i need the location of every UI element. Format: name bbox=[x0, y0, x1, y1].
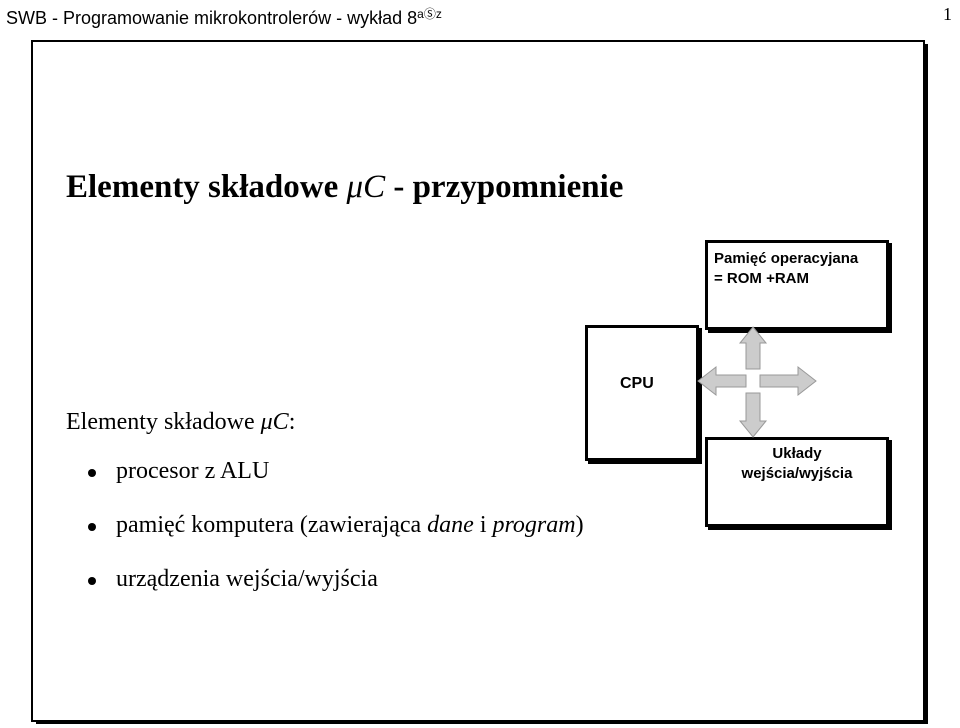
intro-mu: μC bbox=[260, 409, 289, 435]
bullet-icon bbox=[88, 523, 96, 531]
arrow-left-icon bbox=[697, 365, 747, 397]
bullet-list: procesor z ALU pamięć komputera (zawiera… bbox=[86, 456, 584, 594]
bullet-text-prefix: pamięć komputera (zawierająca bbox=[116, 512, 428, 538]
slide-title: Elementy składowe μC - przypomnienie bbox=[66, 167, 623, 207]
list-item: procesor z ALU bbox=[86, 456, 584, 486]
slide-title-prefix: Elementy składowe bbox=[66, 169, 347, 205]
memory-box: Pamięć operacyjana = ROM +RAM bbox=[705, 240, 889, 330]
bullet-text: procesor z ALU bbox=[116, 458, 270, 484]
slide-title-mu: μC bbox=[346, 169, 386, 205]
memory-label-line1: Pamięć operacyjana bbox=[714, 250, 859, 267]
cpu-box: CPU bbox=[585, 325, 699, 461]
slide-title-suffix: - przypomnienie bbox=[385, 169, 624, 205]
bullet-emphasis-program: program bbox=[492, 512, 576, 538]
memory-label: Pamięć operacyjana = ROM +RAM bbox=[714, 249, 858, 289]
bullet-text: urządzenia wejścia/wyjścia bbox=[116, 566, 378, 592]
header-title: SWB - Programowanie mikrokontrolerów - w… bbox=[6, 3, 442, 29]
header-title-text: SWB - Programowanie mikrokontrolerów - w… bbox=[6, 8, 418, 28]
io-box: Układy wejścia/wyjścia bbox=[705, 437, 889, 527]
list-item: pamięć komputera (zawierająca dane i pro… bbox=[86, 510, 584, 540]
bullet-emphasis-dane: dane bbox=[427, 512, 474, 538]
bullet-text-mid: i bbox=[473, 512, 493, 538]
intro-text: Elementy składowe μC: bbox=[66, 407, 295, 437]
bullet-icon bbox=[88, 469, 96, 477]
bullet-icon bbox=[88, 577, 96, 585]
intro-prefix: Elementy składowe bbox=[66, 409, 261, 435]
arrow-right-icon bbox=[759, 365, 817, 397]
bus-arrows bbox=[697, 326, 817, 438]
intro-suffix: : bbox=[288, 409, 296, 435]
cpu-label: CPU bbox=[620, 375, 654, 392]
page-number: 1 bbox=[943, 4, 952, 24]
io-label: Układy wejścia/wyjścia bbox=[708, 444, 886, 484]
arrow-down-icon bbox=[738, 392, 768, 438]
io-label-line2: wejścia/wyjścia bbox=[741, 465, 853, 482]
bullet-text-suffix: ) bbox=[575, 512, 584, 538]
header-superscript: aⓈz bbox=[417, 7, 442, 21]
memory-label-line2: = ROM +RAM bbox=[714, 270, 810, 287]
arrow-up-icon bbox=[738, 326, 768, 370]
io-label-line1: Układy bbox=[772, 445, 822, 462]
list-item: urządzenia wejścia/wyjścia bbox=[86, 564, 584, 594]
